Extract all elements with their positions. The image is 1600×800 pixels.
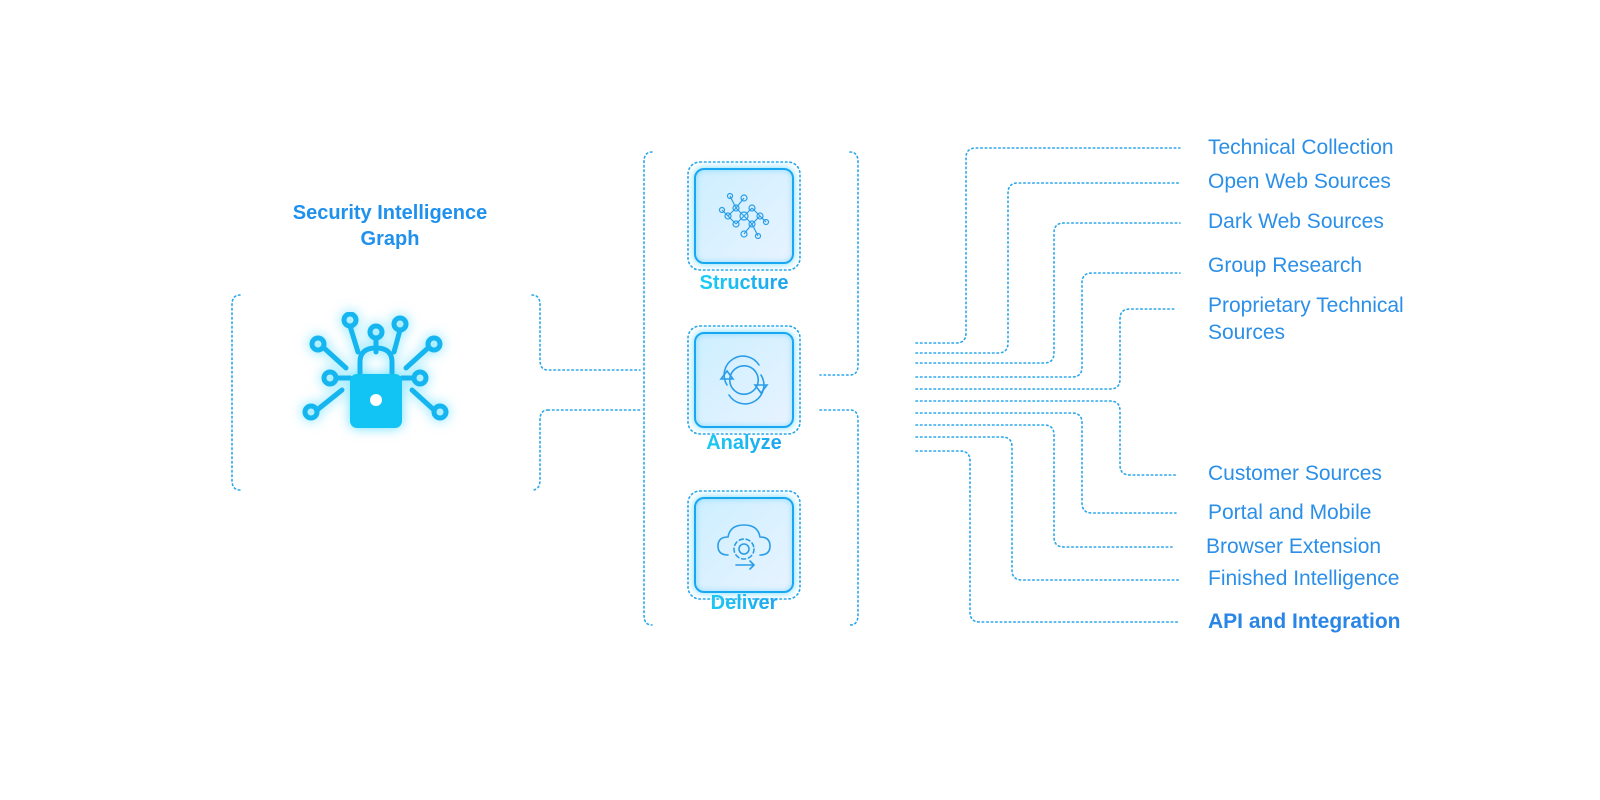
step-structure-label: Structure: [664, 272, 824, 295]
source-proprietary-technical: Proprietary Technical Sources: [1208, 292, 1404, 346]
graph-title: Security Intelligence Graph: [240, 200, 540, 252]
deliver-box: [694, 497, 794, 593]
structure-box: [694, 168, 794, 264]
lock-network-icon: [302, 311, 452, 436]
analyze-box: [694, 332, 794, 428]
source-browser-extension: Browser Extension: [1206, 535, 1382, 558]
source-finished-intelligence: Finished Intelligence: [1208, 567, 1400, 590]
cloud-gear-icon: [717, 524, 771, 570]
step-analyze-label: Analyze: [664, 432, 824, 455]
source-group-research: Group Research: [1208, 254, 1363, 277]
source-technical-collection: Technical Collection: [1208, 136, 1394, 159]
source-open-web: Open Web Sources: [1208, 170, 1391, 193]
graph-title-line2: Graph: [360, 228, 420, 250]
source-proprietary-line1: Proprietary Technical: [1208, 294, 1404, 317]
network-graph-icon: [718, 192, 770, 240]
source-proprietary-line2: Sources: [1208, 321, 1286, 344]
center-bracket-left: [643, 151, 653, 626]
graph-title-line1: Security Intelligence: [292, 202, 488, 224]
source-dark-web: Dark Web Sources: [1208, 210, 1384, 233]
step-deliver-label: Deliver: [664, 592, 824, 615]
source-customer: Customer Sources: [1208, 462, 1382, 485]
refresh-arrows-icon: [719, 355, 769, 405]
source-portal-mobile: Portal and Mobile: [1208, 501, 1372, 524]
center-bracket-right: [819, 151, 859, 376]
left-bracket-left: [231, 294, 241, 491]
source-api-integration: API and Integration: [1208, 610, 1401, 633]
left-bracket-right: [531, 294, 641, 371]
